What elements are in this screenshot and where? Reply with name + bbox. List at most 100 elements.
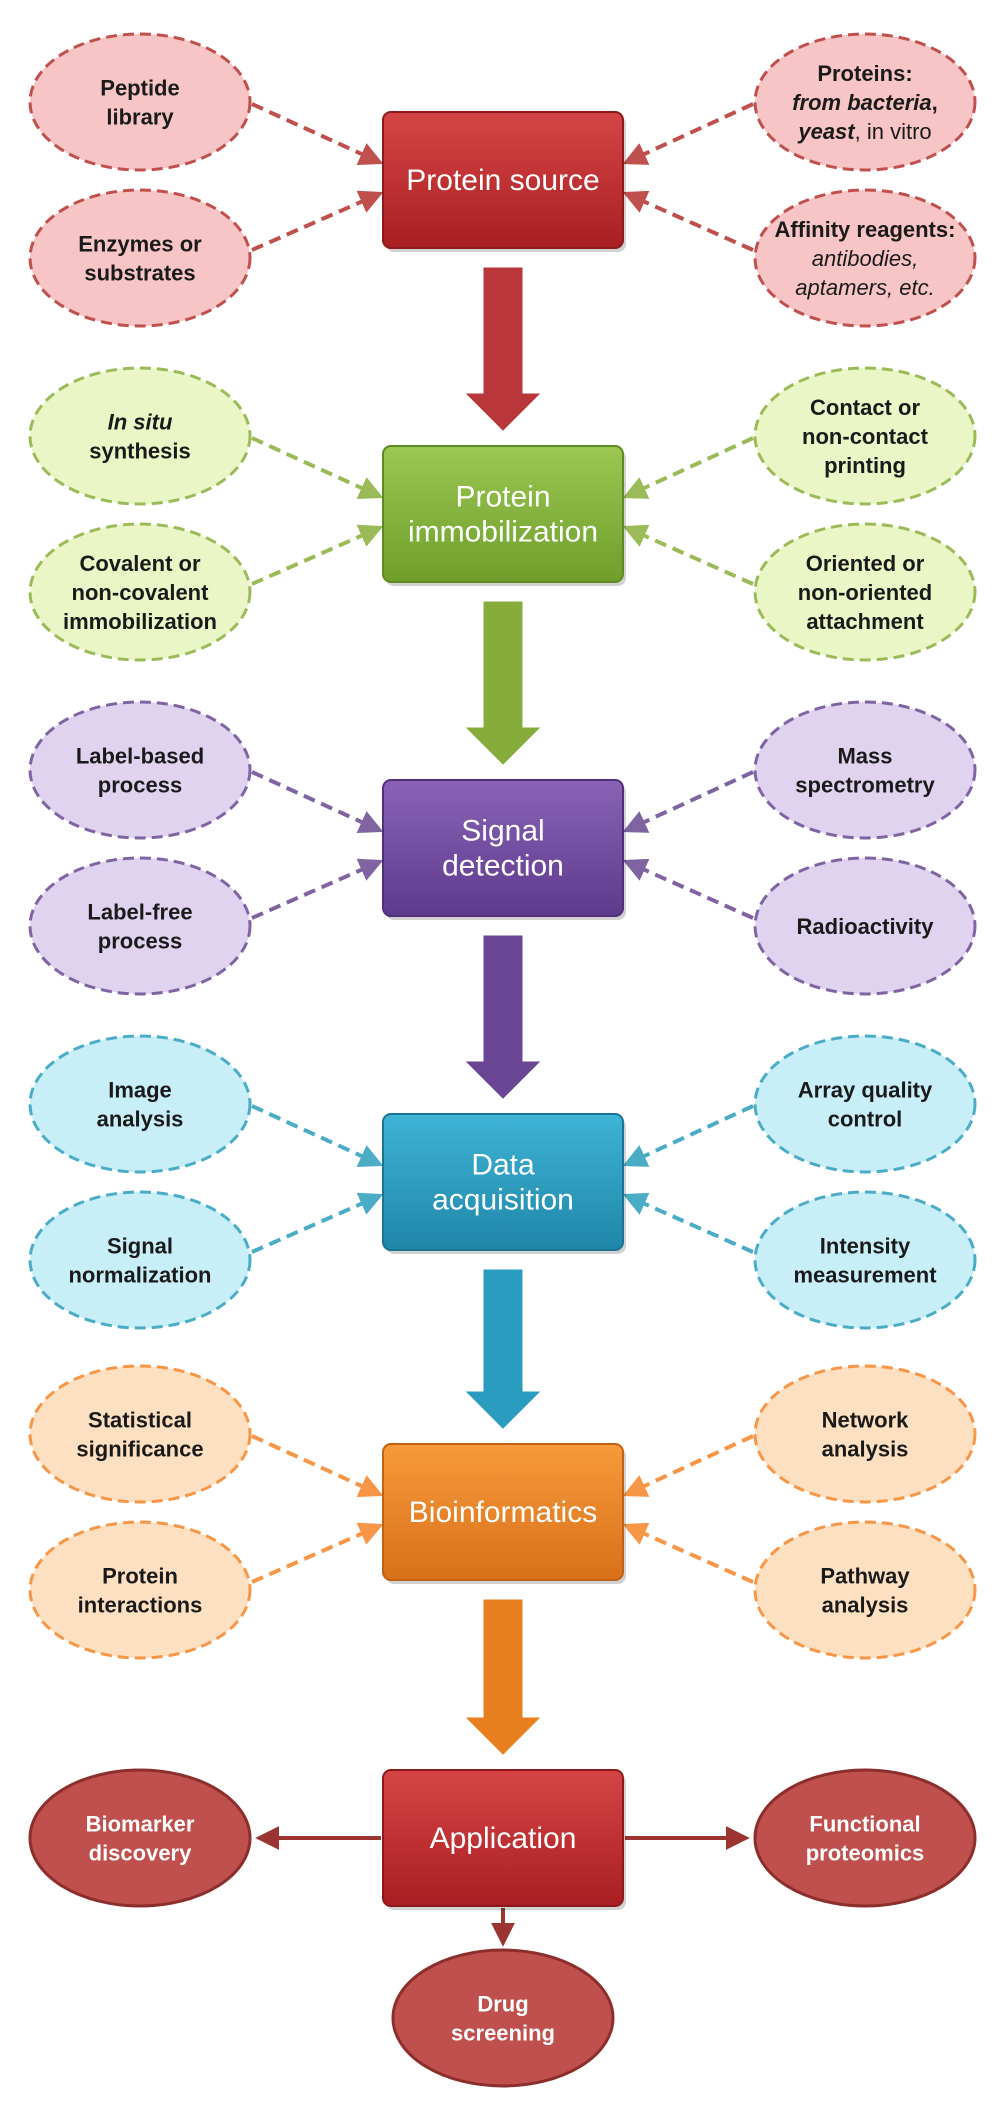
data-acquisition-box-label: acquisition	[432, 1184, 574, 1217]
data-acquisition-input-4-shape	[753, 1190, 977, 1330]
protein-immobilization-input-1-arrow	[251, 436, 384, 499]
data-acquisition-input-3-label: Array quality	[798, 1078, 933, 1103]
signal-detection-input-1-label: Label-based	[76, 744, 204, 769]
protein-source-input-3-shape	[753, 32, 977, 172]
bioinformatics-input-2-label: Protein	[102, 1564, 178, 1589]
data-acquisition-input-1-arrow	[251, 1104, 384, 1167]
bioinformatics-input-1: Statistical significance	[28, 1364, 252, 1504]
output-biomarker-discovery-shape	[28, 1768, 252, 1908]
signal-detection-input-3-label: Mass	[837, 744, 892, 769]
protein-source-input-1-shape	[28, 32, 252, 172]
application-box: Application	[382, 1769, 626, 1910]
data-acquisition-input-1: Image analysis	[28, 1034, 252, 1174]
signal-detection-input-2-label: Label-free	[87, 900, 192, 925]
signal-detection-input-3-arrow	[622, 770, 754, 833]
protein-immobilization-input-2-arrow	[251, 524, 384, 586]
protein-source-input-3-arrow	[622, 102, 754, 165]
bioinformatics-input-3-shape	[753, 1364, 977, 1504]
protein-immobilization-box-label: immobilization	[408, 516, 598, 549]
protein-immobilization-input-3-arrow	[622, 436, 754, 499]
application-box-shape	[382, 1769, 624, 1907]
protein-source-box-label: Protein source	[406, 164, 599, 197]
output-drug-screening-label: Drug	[477, 1992, 528, 2017]
data-acquisition-flow-arrow	[465, 1269, 541, 1429]
bioinformatics-box-shape	[382, 1443, 624, 1581]
data-acquisition-input-1-label: analysis	[97, 1107, 184, 1132]
protein-source-input-1-label: library	[106, 105, 174, 130]
output-functional-proteomics-shape	[753, 1768, 977, 1908]
protein-source-input-4-label: aptamers, etc.	[795, 275, 934, 300]
bioinformatics-input-2-label: interactions	[78, 1593, 203, 1618]
data-acquisition-input-3: Array quality control	[753, 1034, 977, 1174]
protein-immobilization-input-2-shape	[28, 522, 252, 662]
protein-source-input-4-label: antibodies,	[812, 246, 918, 271]
data-acquisition-input-3-shape	[753, 1034, 977, 1174]
bioinformatics-input-3-label: analysis	[822, 1437, 909, 1462]
protein-source-input-2-label: Enzymes or	[78, 232, 202, 257]
protein-source-input-3: Proteins:from bacteria,yeast, in vitro	[753, 32, 977, 172]
signal-detection-box-label: detection	[442, 850, 564, 883]
data-acquisition-input-1-shape	[28, 1034, 252, 1174]
data-acquisition-input-4-label: measurement	[793, 1263, 937, 1288]
protein-source-input-4-arrow	[622, 190, 754, 252]
signal-detection-input-2-shape	[28, 856, 252, 996]
protein-immobilization-input-3-label: printing	[824, 453, 906, 478]
protein-source-input-1-label: Peptide	[100, 76, 179, 101]
protein-immobilization-flow-arrow	[465, 601, 541, 765]
data-acquisition-input-2-arrow	[251, 1192, 384, 1254]
signal-detection-input-4: Radioactivity	[753, 856, 977, 996]
bioinformatics-input-2: Protein interactions	[28, 1520, 252, 1660]
bioinformatics-input-2-shape	[28, 1520, 252, 1660]
output-biomarker-discovery-label: discovery	[89, 1841, 192, 1866]
bioinformatics-flow-arrow	[465, 1599, 541, 1755]
bioinformatics-input-1-arrow	[251, 1434, 384, 1497]
data-acquisition-input-3-label: control	[828, 1107, 903, 1132]
protein-immobilization-input-3-shape	[753, 366, 977, 506]
output-functional-proteomics-label: proteomics	[806, 1841, 925, 1866]
bioinformatics-input-3-label: Network	[822, 1408, 910, 1433]
protein-immobilization-box-shape	[382, 445, 624, 583]
protein-immobilization-input-1-shape	[28, 366, 252, 506]
protein-immobilization-input-2-label: immobilization	[63, 609, 217, 634]
signal-detection-input-1-arrow	[251, 770, 384, 833]
output-drug-screening-shape	[391, 1948, 615, 2088]
bioinformatics-input-1-label: significance	[76, 1437, 203, 1462]
data-acquisition-input-1-label: Image	[108, 1078, 172, 1103]
signal-detection-box-label: Signal	[461, 815, 544, 848]
bioinformatics-input-3: Network analysis	[753, 1364, 977, 1504]
bioinformatics-input-1-shape	[28, 1364, 252, 1504]
data-acquisition-input-2-label: normalization	[68, 1263, 211, 1288]
signal-detection-input-3: Mass spectrometry	[753, 700, 977, 840]
data-acquisition-box-label: Data	[471, 1149, 535, 1182]
protein-immobilization-input-3-label: Contact or	[810, 395, 920, 420]
signal-detection-input-3-label: spectrometry	[795, 773, 935, 798]
signal-detection-input-3-shape	[753, 700, 977, 840]
protein-immobilization-box-label: Protein	[455, 481, 550, 514]
protein-source-input-2-arrow	[251, 190, 384, 252]
protein-immobilization-input-4-label: Oriented or	[806, 551, 925, 576]
protein-immobilization-input-1-label: synthesis	[89, 439, 191, 464]
protein-source-input-4-label: Affinity reagents:	[775, 217, 956, 242]
bioinformatics-input-4-label: analysis	[822, 1593, 909, 1618]
protein-source-input-3-label: yeast, in vitro	[797, 119, 931, 144]
data-acquisition-input-3-arrow	[622, 1104, 754, 1167]
signal-detection-input-4-arrow	[622, 858, 754, 920]
signal-detection-input-1: Label-based process	[28, 700, 252, 840]
protein-immobilization-input-4-label: attachment	[806, 609, 924, 634]
protein-source-box: Protein source	[382, 111, 626, 252]
signal-detection-flow-arrow	[465, 935, 541, 1099]
signal-detection-input-4-shape	[753, 856, 977, 996]
signal-detection-input-1-shape	[28, 700, 252, 840]
protein-source-input-1-arrow	[251, 102, 384, 165]
signal-detection-input-1-label: process	[98, 773, 182, 798]
bioinformatics-input-1-label: Statistical	[88, 1408, 192, 1433]
